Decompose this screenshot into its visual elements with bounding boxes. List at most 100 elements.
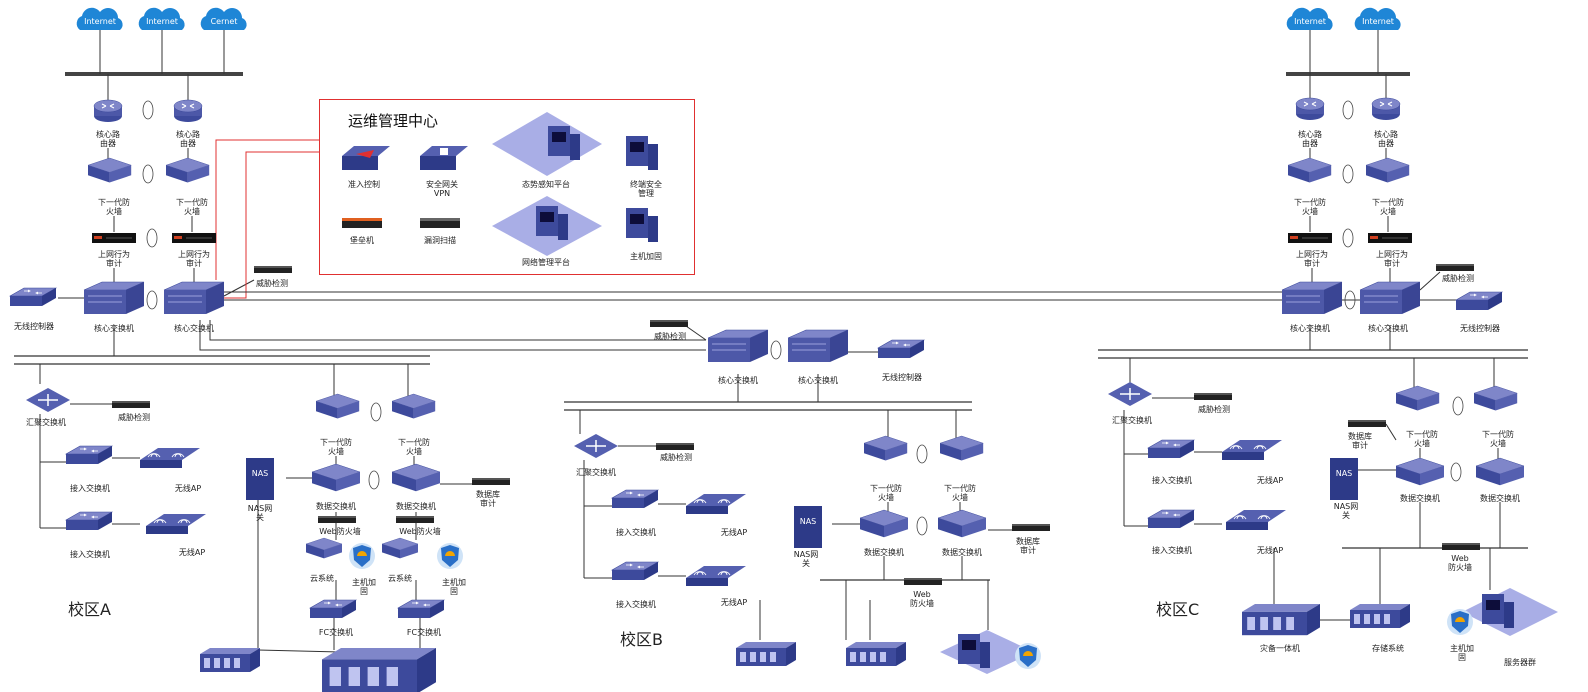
core-switch-label: 核心交换机 xyxy=(94,324,134,333)
wireless-ap-icon xyxy=(1222,440,1282,460)
core-router-label: 核心路 由器 xyxy=(96,130,120,148)
access-switch-icon xyxy=(65,511,113,531)
wireless-ap-icon xyxy=(140,448,200,468)
ngfw-icon xyxy=(1395,385,1440,411)
access-switch-icon xyxy=(1147,439,1195,459)
access-switch-label: 接入交换机 xyxy=(1152,476,1192,485)
network-mgmt-label: 网络管理平台 xyxy=(522,258,570,267)
security-gateway-icon xyxy=(420,146,468,170)
db-audit-label: 数据库 审计 xyxy=(1348,432,1372,450)
ngfw-label: 下一代防 火墙 xyxy=(98,198,130,216)
access-control-label: 准入控制 xyxy=(348,180,380,189)
web-fw-icon xyxy=(318,516,356,523)
connection-line xyxy=(223,279,255,297)
svg-text:Internet: Internet xyxy=(146,17,178,26)
redundancy-link-icon xyxy=(146,228,158,248)
vuln-scan-label: 漏洞扫描 xyxy=(424,236,456,245)
threat-detection-icon xyxy=(650,320,688,327)
web-fw-icon xyxy=(904,578,942,585)
data-switch-icon xyxy=(1475,457,1525,486)
ngfw-label: 下一代防 火墙 xyxy=(176,198,208,216)
core-switch-icon xyxy=(787,329,849,363)
terminal-security-label: 终端安全 管理 xyxy=(630,180,662,198)
cloud-system-icon xyxy=(305,537,343,559)
data-switch-icon xyxy=(859,509,909,538)
wireless-controller-icon xyxy=(9,287,57,307)
campus-c-label: 校区C xyxy=(1156,600,1200,619)
storage-system-label: 存储系统 xyxy=(1372,644,1404,653)
wireless-ap-icon xyxy=(146,514,206,534)
redundancy-link-icon xyxy=(916,444,928,464)
redundancy-link-icon xyxy=(1452,396,1464,416)
db-audit-label: 数据库 审计 xyxy=(476,490,500,508)
svg-text:Internet: Internet xyxy=(84,17,116,26)
campus-b-label: 校区B xyxy=(620,630,663,649)
ngfw-label: 下一代防 火墙 xyxy=(870,484,902,502)
threat-detection-label: 威胁检测 xyxy=(654,332,686,341)
redundancy-link-icon xyxy=(916,516,928,536)
nas-gateway-icon: NAS xyxy=(794,506,822,548)
core-switch-icon xyxy=(1281,281,1343,315)
agg-switch-icon xyxy=(1108,382,1152,406)
fc-switch-icon xyxy=(309,599,357,619)
data-switch-label: 数据交换机 xyxy=(396,502,436,511)
campus-a-label: 校区A xyxy=(68,600,111,619)
backup-appliance-label: 灾备一体机 xyxy=(1260,644,1300,653)
cernet-cloud-icon: Cernet xyxy=(200,7,247,31)
ngfw-icon xyxy=(1287,157,1332,183)
cloud-system-label: 云系统 xyxy=(388,574,412,583)
storage-system-icon xyxy=(1350,604,1410,628)
wireless-ap-label: 无线AP xyxy=(178,548,206,557)
access-switch-icon xyxy=(611,489,659,509)
db-audit-icon xyxy=(1012,524,1050,531)
server-icon xyxy=(536,206,568,240)
redundancy-link-icon xyxy=(1342,100,1354,120)
threat-detection-icon xyxy=(1436,264,1474,271)
ops-center-panel xyxy=(319,99,695,275)
ngfw-icon xyxy=(315,393,360,419)
nas-gateway-icon: NAS xyxy=(246,458,274,500)
fc-switch-label: FC交换机 xyxy=(406,628,442,637)
web-fw-label: Web 防火墙 xyxy=(910,590,934,608)
threat-detection-icon xyxy=(1194,393,1232,400)
threat-detection-label: 威胁检测 xyxy=(660,453,692,462)
nas-gateway-label: NAS网 关 xyxy=(247,504,273,522)
svg-text:Internet: Internet xyxy=(1294,17,1326,26)
data-switch-label: 数据交换机 xyxy=(1400,494,1440,503)
host-hardening-icon xyxy=(1015,643,1041,669)
access-switch-label: 接入交换机 xyxy=(70,484,110,493)
redundancy-link-icon xyxy=(1344,290,1356,310)
wireless-ap-label: 无线AP xyxy=(1256,546,1284,555)
web-fw-label: Web 防火墙 xyxy=(1448,554,1472,572)
wireless-ap-label: 无线AP xyxy=(720,528,748,537)
core-switch-label: 核心交换机 xyxy=(718,376,758,385)
internet-cloud-icon: Internet xyxy=(1286,7,1333,30)
online-audit-icon xyxy=(171,232,217,244)
bastion-icon xyxy=(342,218,382,228)
db-audit-icon xyxy=(472,478,510,485)
wireless-controller-icon xyxy=(877,339,925,359)
threat-detection-icon xyxy=(112,401,150,408)
redundancy-link-icon xyxy=(146,290,158,310)
wireless-ap-label: 无线AP xyxy=(720,598,748,607)
redundancy-link-icon xyxy=(370,402,382,422)
online-audit-label: 上网行为 审计 xyxy=(178,250,210,268)
wireless-ap-icon xyxy=(686,566,746,586)
ngfw-icon xyxy=(863,435,908,461)
cloud-system-label: 云系统 xyxy=(310,574,334,583)
core-switch-label: 核心交换机 xyxy=(798,376,838,385)
core-router-icon xyxy=(93,99,123,123)
threat-detection-label: 威胁检测 xyxy=(1198,405,1230,414)
fc-switch-icon xyxy=(397,599,445,619)
access-switch-label: 接入交换机 xyxy=(616,528,656,537)
wireless-ap-label: 无线AP xyxy=(1256,476,1284,485)
ops-link-line xyxy=(224,151,319,299)
host-hardening-icon xyxy=(349,543,375,569)
access-control-icon xyxy=(342,146,390,170)
nas-gateway-icon: NAS xyxy=(1330,458,1358,500)
access-switch-icon xyxy=(1147,509,1195,529)
wireless-controller-icon xyxy=(1455,291,1503,311)
redundancy-link-icon xyxy=(142,100,154,120)
wireless-controller-label: 无线控制器 xyxy=(1460,324,1500,333)
